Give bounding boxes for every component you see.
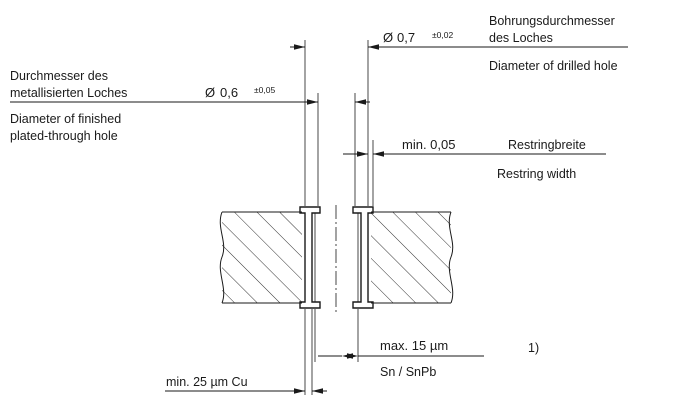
drilled-hole-diameter-symbol: Ø <box>383 30 393 45</box>
copper-plating <box>299 206 374 309</box>
drilled-hole-label-de-2: des Loches <box>489 31 553 45</box>
board-right-hatch <box>371 212 451 303</box>
dimension-finished-hole <box>10 99 370 105</box>
finished-hole-label-de-1: Durchmesser des <box>10 69 108 83</box>
dimension-copper-layer <box>165 388 327 394</box>
drilled-hole-tolerance: ±0,02 <box>432 30 453 40</box>
finished-hole-diameter-symbol: Ø <box>205 85 215 100</box>
restring-label-en: Restring width <box>497 167 576 181</box>
dimension-drilled-hole <box>290 44 628 50</box>
finished-hole-label-en-2: plated-through hole <box>10 129 118 143</box>
copper-layer-value: min. 25 µm Cu <box>166 375 248 389</box>
finished-hole-tolerance: ±0,05 <box>254 85 275 95</box>
finished-hole-dimension: 0,6 <box>220 85 238 100</box>
break-line-right <box>448 211 454 304</box>
plating-left-wall <box>299 206 321 309</box>
drilled-hole-dimension: 0,7 <box>397 30 415 45</box>
finished-hole-label-en-1: Diameter of finished <box>10 112 121 126</box>
plating-right-wall <box>352 206 374 309</box>
board-left-hatch <box>222 212 302 303</box>
drilled-hole-label-de-1: Bohrungsdurchmesser <box>489 14 615 28</box>
dimension-tin-layer <box>318 353 484 359</box>
drilled-hole-label-en: Diameter of drilled hole <box>489 59 618 73</box>
finished-hole-label-de-2: metallisierten Loches <box>10 86 127 100</box>
pcb-board-section <box>219 211 454 304</box>
tin-layer-value: max. 15 µm <box>380 338 448 353</box>
dimension-restring <box>343 151 606 157</box>
tin-layer-label: Sn / SnPb <box>380 365 436 379</box>
extension-lines <box>304 40 374 395</box>
break-line-left <box>219 211 225 304</box>
tin-layer-footnote: 1) <box>528 341 539 355</box>
restring-label-de: Restringbreite <box>508 138 586 152</box>
restring-value: min. 0,05 <box>402 137 455 152</box>
